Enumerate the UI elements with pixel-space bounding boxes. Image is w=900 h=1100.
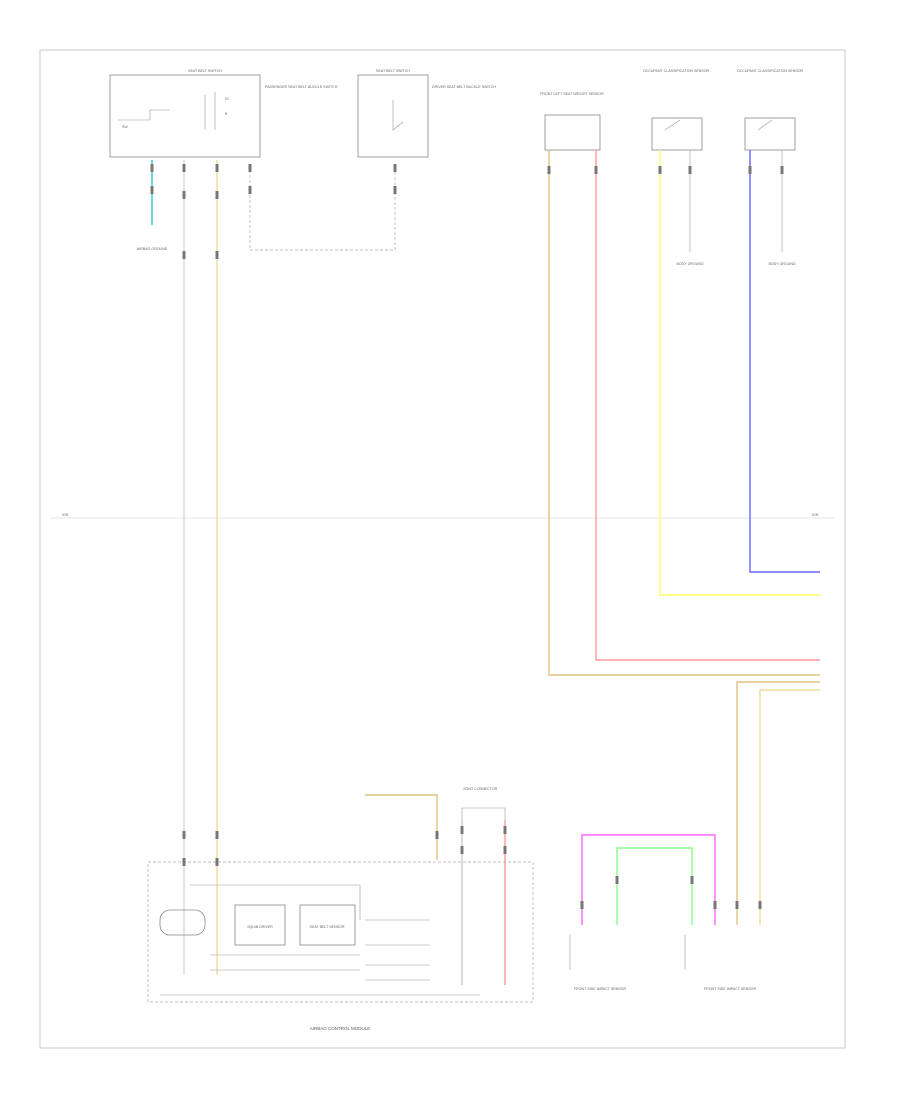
connector-pin	[713, 901, 717, 909]
connector-pin	[182, 858, 186, 866]
switch-box-left: SEAT BELT SWITCH PASSENGER SEAT BELT BUC…	[109, 69, 338, 158]
connector-pins	[150, 164, 784, 909]
wire-blue-right	[749, 150, 820, 573]
connector-pin	[215, 858, 219, 866]
switch-box-left-note: PASSENGER SEAT BELT BUCKLE SWITCH	[265, 85, 338, 89]
connector-top-loop	[461, 807, 506, 820]
connector-pin	[688, 166, 692, 174]
connector-pin	[547, 166, 551, 174]
connector-pin	[748, 166, 752, 174]
connector-pin	[182, 191, 186, 199]
bottom-right-sensor: FRONT SIDE IMPACT SENSOR	[684, 935, 757, 991]
connector-pin	[580, 901, 584, 909]
bottom-right-sensor-label: FRONT SIDE IMPACT SENSOR	[704, 987, 757, 991]
connector-pin	[215, 831, 219, 839]
connector-pin	[182, 251, 186, 259]
wire-magenta-loop	[581, 834, 716, 925]
connector-pin	[393, 164, 397, 172]
right-top-sensor-3: OCCUPANT CLASSIFICATION SENSOR	[737, 69, 804, 240]
ground-left-label: AIRBAG GROUND	[137, 247, 168, 251]
wire-green-loop	[616, 847, 693, 925]
connector-pin	[460, 846, 464, 854]
connector-pin	[182, 831, 186, 839]
switch-box-left-title: SEAT BELT SWITCH	[188, 69, 222, 73]
connector-pin	[248, 164, 252, 172]
wire-yellow-right	[659, 150, 820, 596]
bottom-left-sensor: FRONT SIDE IMPACT SENSOR	[569, 935, 627, 991]
ecu-module: AIRBAG CONTROL MODULE SQUIB DRIVER SEAT …	[147, 861, 534, 1031]
connector-pin	[215, 251, 219, 259]
connector-pin	[215, 191, 219, 199]
diagram-frame	[39, 49, 846, 1049]
connector-pin	[503, 826, 507, 834]
right-top-1-label: FRONT LEFT SEAT WEIGHT SENSOR	[540, 92, 604, 96]
connector-pin	[215, 164, 219, 172]
connector-pin	[393, 186, 397, 194]
switch-box-mid-title: SEAT BELT SWITCH	[376, 69, 410, 73]
right-top-3-label: OCCUPANT CLASSIFICATION SENSOR	[737, 69, 804, 73]
ground-right-2-label: BODY GROUND	[768, 262, 795, 266]
connector-top-label: JOINT CONNECTOR	[463, 787, 498, 791]
connector-pin	[503, 846, 507, 854]
connector-pin	[182, 164, 186, 172]
switch-box-mid-note: DRIVER SEAT BELT BUCKLE SWITCH	[432, 85, 496, 89]
right-top-sensor-2: OCCUPANT CLASSIFICATION SENSOR	[643, 69, 710, 240]
ecu-block-2	[299, 904, 356, 946]
mid-left-label: IGN	[62, 513, 69, 517]
connector-pin	[150, 164, 154, 172]
shield-link	[249, 165, 396, 251]
right-top-2-label: OCCUPANT CLASSIFICATION SENSOR	[643, 69, 710, 73]
ecu-block-1	[234, 904, 286, 946]
connector-pin	[735, 901, 739, 909]
connector-pin	[460, 826, 464, 834]
mid-right-label: IGN	[812, 513, 819, 517]
ecu-title: AIRBAG CONTROL MODULE	[310, 1026, 371, 1031]
connector-pin	[248, 186, 252, 194]
connector-pin	[435, 831, 439, 839]
wire-tan-feed-2	[759, 689, 820, 925]
wire-tan-right	[548, 150, 820, 676]
connector-pin	[150, 186, 154, 194]
connector-pin	[780, 166, 784, 174]
bottom-left-sensor-label: FRONT SIDE IMPACT SENSOR	[574, 987, 627, 991]
svg-text:SW: SW	[122, 125, 128, 129]
ground-right-1: BODY GROUND	[676, 240, 704, 266]
ground-left: AIRBAG GROUND	[137, 247, 168, 251]
wire-pink-right	[595, 150, 820, 661]
connector-pin	[594, 166, 598, 174]
svg-text:IG: IG	[225, 97, 229, 101]
connector-pin	[658, 166, 662, 174]
ecu-block-1-label: SQUIB DRIVER	[247, 925, 273, 929]
connector-pin	[615, 876, 619, 884]
connector-pin	[758, 901, 762, 909]
ecu-inner-left	[159, 909, 206, 936]
svg-text:B: B	[225, 112, 228, 116]
connector-pin	[690, 876, 694, 884]
wire-tan-ground	[365, 794, 438, 860]
switch-box-mid: SEAT BELT SWITCH DRIVER SEAT BELT BUCKLE…	[357, 69, 496, 158]
ground-right-1-label: BODY GROUND	[676, 262, 703, 266]
right-top-sensor-1: FRONT LEFT SEAT WEIGHT SENSOR	[540, 92, 604, 151]
wire-tan-feed-1	[736, 681, 820, 925]
ground-right-2: BODY GROUND	[768, 240, 796, 266]
ecu-block-2-label: SEAT BELT SENSOR	[310, 925, 345, 929]
